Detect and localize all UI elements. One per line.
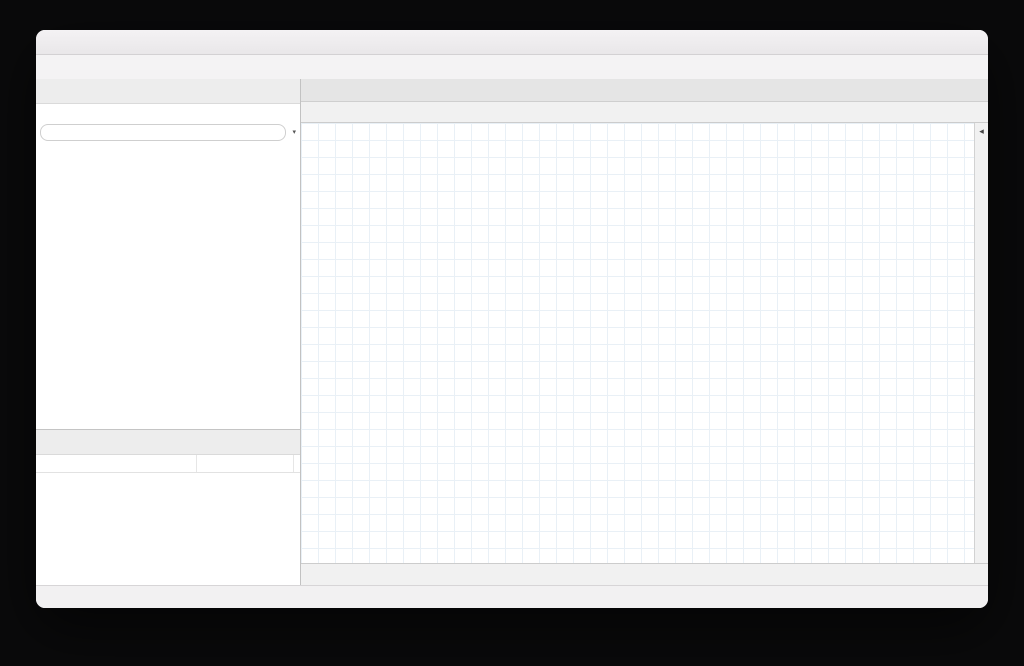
project-tabbar xyxy=(36,430,300,455)
close-window-button[interactable] xyxy=(47,37,58,48)
breadcrumb xyxy=(979,102,985,122)
left-sidebar: ▾ xyxy=(36,79,301,586)
database-navigator-panel: ▾ xyxy=(36,79,300,430)
project-tree xyxy=(36,473,300,586)
titlebar xyxy=(36,30,988,55)
palette-collapse-strip[interactable]: ◂ xyxy=(974,123,988,563)
zoom-window-button[interactable] xyxy=(83,37,94,48)
navigator-tree xyxy=(36,142,300,429)
filter-caret-icon[interactable]: ▾ xyxy=(292,128,296,136)
app-window: ▾ ◂ xyxy=(36,30,988,608)
object-filter-row: ▾ xyxy=(36,122,300,142)
editor-area: ◂ xyxy=(301,79,988,586)
column-name[interactable] xyxy=(36,455,197,472)
navigator-toolbar xyxy=(36,104,300,122)
traffic-lights xyxy=(47,37,94,48)
column-datasource[interactable] xyxy=(197,455,294,472)
status-bar xyxy=(36,585,988,608)
diagram-toolbar xyxy=(301,563,988,586)
project-panel xyxy=(36,430,300,586)
main-toolbar xyxy=(36,55,988,80)
navigator-tabbar xyxy=(36,79,300,104)
editor-subtabs xyxy=(301,102,988,123)
project-column-header xyxy=(36,455,300,473)
workbench-body: ▾ ◂ xyxy=(36,79,988,586)
minimize-window-button[interactable] xyxy=(65,37,76,48)
er-diagram-canvas[interactable]: ◂ xyxy=(301,123,988,563)
editor-tabbar xyxy=(301,79,988,102)
relation-lines xyxy=(301,123,988,563)
chevron-left-icon[interactable]: ◂ xyxy=(979,126,984,136)
object-filter-input[interactable] xyxy=(40,123,287,141)
